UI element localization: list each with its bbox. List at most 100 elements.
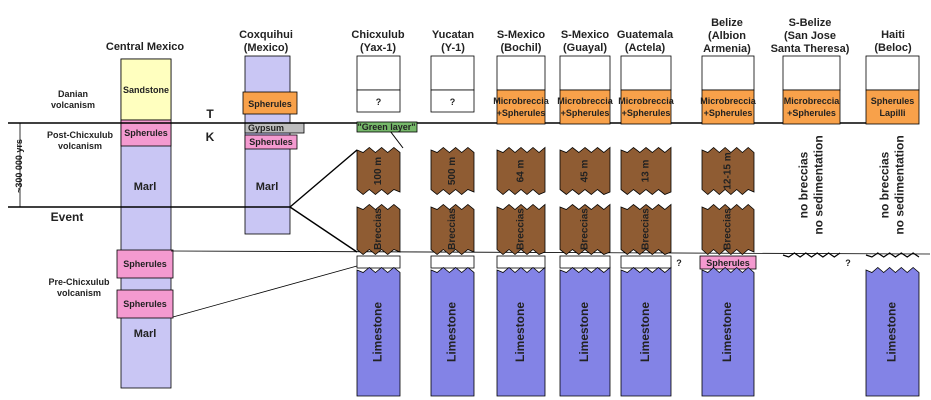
guatemala-limestone (620, 266, 672, 397)
guayal-upper-breccia (559, 146, 611, 196)
title-s-belize-2: (San Jose (784, 30, 836, 42)
title-bochil-2: (Bochil) (501, 42, 542, 54)
guayal-limestone (559, 266, 611, 397)
chicxulub-unknown-box (356, 89, 401, 113)
title-belize-1: Belize (711, 17, 743, 29)
label-post-2: volcanism (58, 141, 102, 151)
belize-upper-breccia (701, 146, 755, 196)
title-yucatan-1: Yucatan (432, 29, 474, 41)
yucatan-thickness-label: 500 m (447, 157, 458, 185)
title-belize-3: Armenia) (703, 43, 751, 55)
label-danian-1: Danian (58, 89, 88, 99)
chicxulub-unknown-label: ? (376, 97, 382, 107)
haiti-top-label-1: Spherules (871, 96, 915, 106)
bochil-breccias-label: Breccias (516, 208, 527, 250)
haiti-limestone-label: Limestone (885, 302, 899, 362)
label-pre-1: Pre-Chicxulub (48, 277, 110, 287)
guayal-limestone-label: Limestone (577, 302, 591, 362)
bochil-limestone-label: Limestone (513, 302, 527, 362)
belize-lower-breccia (701, 203, 755, 256)
s-belize-no-breccias: no breccias (797, 151, 811, 218)
bochil-top-label-1: Microbreccia (493, 96, 550, 106)
yucatan-limestone-label: Limestone (445, 302, 459, 362)
belize-top-label-1: Microbreccia (700, 96, 757, 106)
belize-limestone (701, 266, 755, 397)
s-belize-top-unit (782, 89, 841, 125)
s-belize-question: ? (845, 258, 851, 268)
pre-line-lower (172, 265, 358, 318)
spherules-unit (242, 91, 298, 115)
s-belize-hiatus-line (782, 252, 841, 258)
title-central-mexico: Central Mexico (106, 41, 185, 53)
belize-top-label-2: +Spherules (704, 108, 753, 118)
spherules-pre-2-label: Spherules (123, 299, 167, 309)
label-danian-2: volcanism (51, 100, 95, 110)
haiti-no-sedimentation: no sedimentation (893, 135, 907, 234)
event-fan-upper (289, 149, 358, 208)
chicxulub-upper-box (356, 55, 401, 91)
guatemala-top-unit (620, 89, 672, 125)
title-haiti-2: (Beloc) (874, 42, 912, 54)
bochil-thickness-label: 64 m (516, 159, 527, 182)
sandstone-label: Sandstone (123, 85, 169, 95)
bochil-top-unit (496, 89, 546, 125)
title-guayal-2: (Guayal) (563, 42, 607, 54)
belize-limestone-label: Limestone (720, 302, 734, 362)
spherules-small-label: Spherules (249, 137, 293, 147)
label-k: K (206, 130, 215, 144)
guayal-thickness-label: 45 m (580, 159, 591, 182)
belize-top-unit (701, 89, 755, 125)
yucatan-lower-breccia (430, 203, 475, 256)
yucatan-breccias-label: Breccias (447, 208, 458, 250)
guayal-top-label-2: +Spherules (561, 108, 610, 118)
guatemala-lower-breccia (620, 203, 672, 256)
yucatan-limestone (430, 266, 475, 397)
chicxulub-breccias-label: Breccias (373, 208, 384, 250)
yucatan-upper-breccia (430, 146, 475, 196)
label-event: Event (51, 210, 84, 224)
title-guatemala-2: (Actela) (625, 42, 666, 54)
spherules-post-unit (120, 119, 172, 147)
title-yucatan-2: (Y-1) (441, 42, 465, 54)
s-belize-no-sedimentation: no sedimentation (812, 135, 826, 234)
belize-thickness-label: 12-15 m (723, 152, 734, 189)
title-s-belize-1: S-Belize (789, 17, 832, 29)
guatemala-top-label-1: Microbreccia (618, 96, 675, 106)
guatemala-top-label-2: +Spherules (622, 108, 671, 118)
chicxulub-green-layer (356, 121, 418, 133)
guatemala-thin-layer (620, 255, 672, 269)
title-chicxulub-2: (Yax-1) (360, 42, 396, 54)
guatemala-question: ? (676, 258, 682, 268)
belize-upper-box (701, 55, 755, 91)
yucatan-unknown-box (430, 89, 475, 113)
label-post-1: Post-Chicxulub (47, 130, 114, 140)
guatemala-limestone-label: Limestone (638, 302, 652, 362)
title-guatemala-1: Guatemala (617, 29, 674, 41)
yucatan-unknown-label: ? (450, 97, 456, 107)
event-fan-lower (289, 206, 358, 253)
title-coxquihui-2: (Mexico) (244, 42, 289, 54)
bochil-limestone (496, 266, 546, 397)
haiti-hiatus-line (865, 252, 920, 258)
sandstone-unit (120, 58, 172, 121)
spherules-post-label: Spherules (124, 128, 168, 138)
s-belize-top-label-2: +Spherules (787, 108, 836, 118)
spherules-small-unit (244, 134, 298, 150)
guayal-breccias-label: Breccias (580, 208, 591, 250)
title-s-belize-3: Santa Theresa) (771, 43, 850, 55)
spherules-pre-1-label: Spherules (123, 259, 167, 269)
belize-spherules-label: Spherules (706, 258, 750, 268)
bochil-upper-box (496, 55, 546, 91)
marl-upper-label: Marl (134, 181, 157, 193)
spherules-pre-1-unit (116, 249, 174, 279)
title-guayal-1: S-Mexico (561, 29, 610, 41)
belize-breccias-label: Breccias (723, 208, 734, 250)
column-coxquihui: Spherules Gypsum Spherules Marl (242, 55, 305, 235)
section-columns: ?"Green layer"100 mBrecciasLimestone?500… (356, 55, 920, 397)
gypsum-label: Gypsum (248, 123, 284, 133)
guatemala-breccias-label: Breccias (641, 208, 652, 250)
title-bochil-1: S-Mexico (497, 29, 546, 41)
chicxulub-limestone (356, 266, 401, 397)
guatemala-thickness-label: 13 m (641, 159, 652, 182)
marl-lower-label: Marl (134, 328, 157, 340)
